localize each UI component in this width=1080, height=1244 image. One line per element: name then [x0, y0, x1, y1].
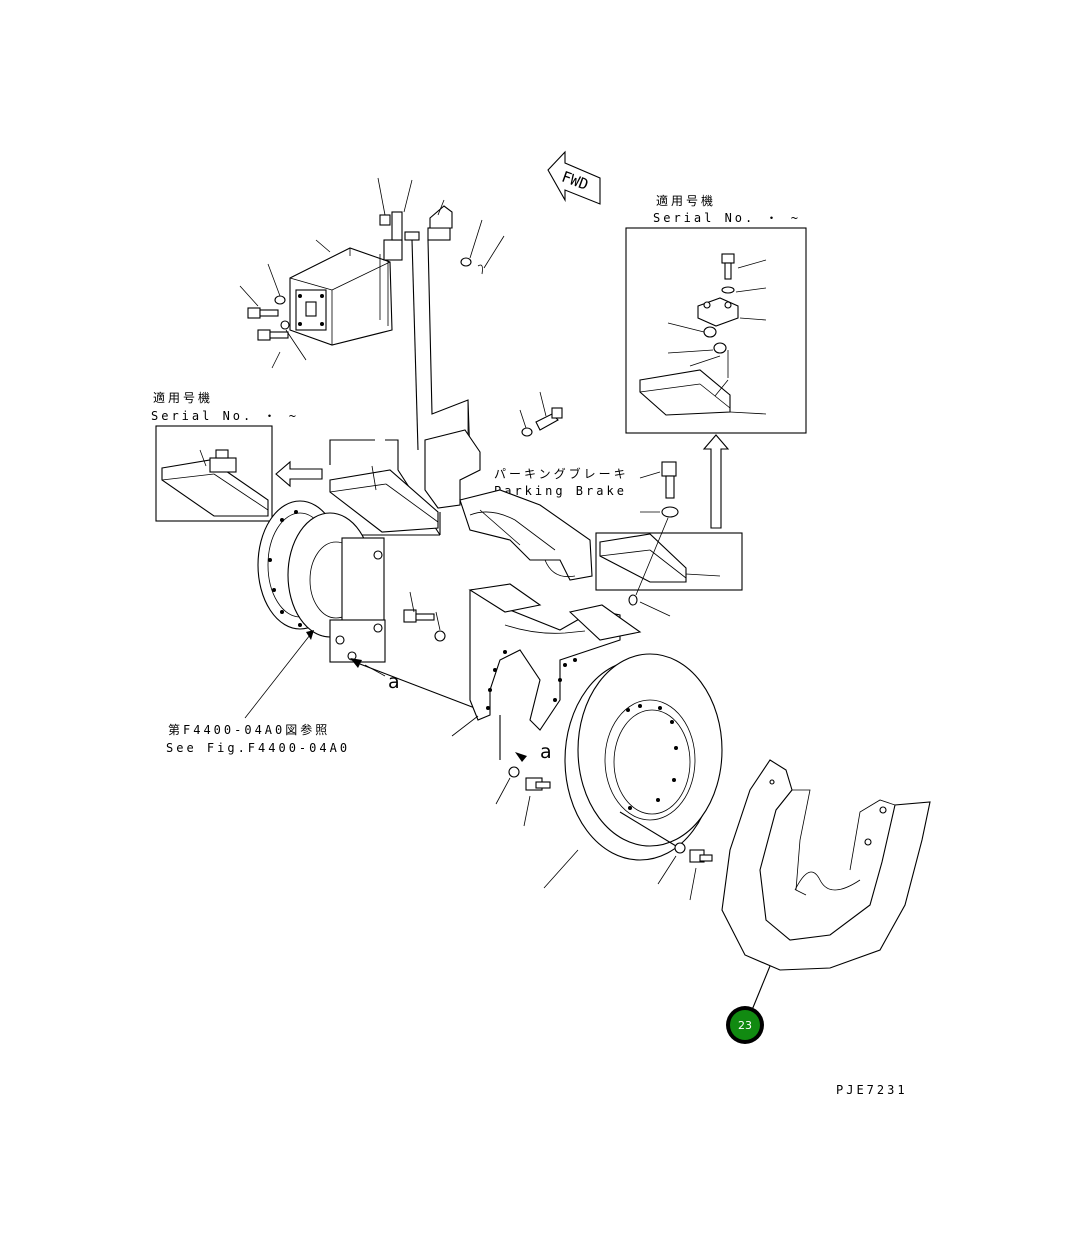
- part-23-number: 23: [738, 1019, 752, 1032]
- bracket-bolt: [519, 391, 563, 437]
- drawing-code: PJE7231: [836, 1083, 908, 1097]
- inset-box-left: [155, 425, 273, 522]
- brake-cover: [721, 759, 931, 971]
- serial-label-top-right-jp: 適用号機: [656, 193, 716, 208]
- wheel-hub: [257, 500, 386, 663]
- caliper-bolt: [403, 591, 446, 642]
- ref-fig-label-en: See Fig.F4400-04A0: [166, 741, 350, 755]
- part-23-badge[interactable]: 23: [726, 1006, 764, 1044]
- top-bolt: [639, 461, 679, 518]
- disc-bolt-right: [619, 811, 713, 901]
- brake-bracket: [468, 583, 642, 731]
- left-arrow-icon: [275, 460, 323, 488]
- up-arrow-icon: [702, 434, 730, 529]
- disc-bolt-left: [495, 766, 551, 827]
- parking-brake-cylinder: [239, 177, 505, 461]
- parking-pad-right: [595, 532, 743, 591]
- parking-pad-center: [329, 439, 441, 536]
- parking-brake-caliper: [424, 429, 593, 581]
- parking-brake-label-en: Parking Brake: [494, 484, 627, 498]
- brake-disc: [564, 653, 723, 861]
- serial-label-top-right-en: Serial No. ・ ~: [653, 211, 801, 225]
- ref-fig-label-jp: 第F4400-04A0図参照: [168, 722, 330, 737]
- serial-label-left-en: Serial No. ・ ~: [151, 409, 299, 423]
- parking-brake-label-jp: パーキングブレーキ: [494, 466, 629, 481]
- inset-box-top-right: [625, 227, 807, 434]
- serial-label-left-jp: 適用号機: [153, 390, 213, 405]
- marker-a-lower: a: [540, 741, 552, 763]
- marker-a-left: a: [388, 671, 400, 693]
- fwd-arrow-icon: FWD: [547, 150, 601, 205]
